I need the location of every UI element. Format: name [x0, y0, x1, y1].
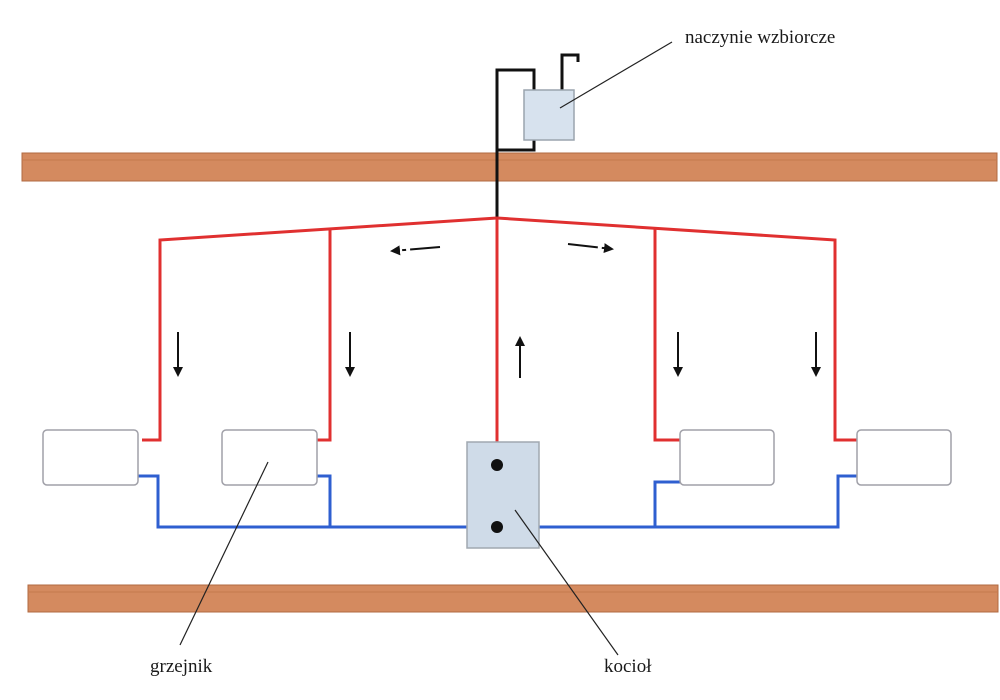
expansion-vessel: [523, 89, 575, 141]
label-expansion-vessel: naczynie wzbiorcze: [685, 27, 835, 48]
radiator-1: [42, 429, 139, 486]
radiator-3: [679, 429, 775, 486]
radiator-2: [221, 429, 318, 486]
leader-expansion-vessel: [559, 41, 673, 109]
label-boiler: kocioł: [604, 656, 652, 677]
boiler-return-port: [491, 521, 503, 533]
label-radiator: grzejnik: [150, 656, 213, 677]
leader-radiator: [179, 461, 269, 646]
vent-pipe: [495, 53, 580, 218]
flow-arrow-right-horizontal: [567, 243, 614, 254]
radiator-4: [856, 429, 952, 486]
upper-floor-beam: [21, 152, 998, 182]
boiler: [466, 441, 540, 549]
flow-arrow-left-horizontal: [390, 245, 441, 256]
supply-pipes: [142, 216, 857, 443]
lower-floor-beam: [27, 584, 999, 613]
leader-boiler: [514, 509, 619, 656]
boiler-supply-port: [491, 459, 503, 471]
